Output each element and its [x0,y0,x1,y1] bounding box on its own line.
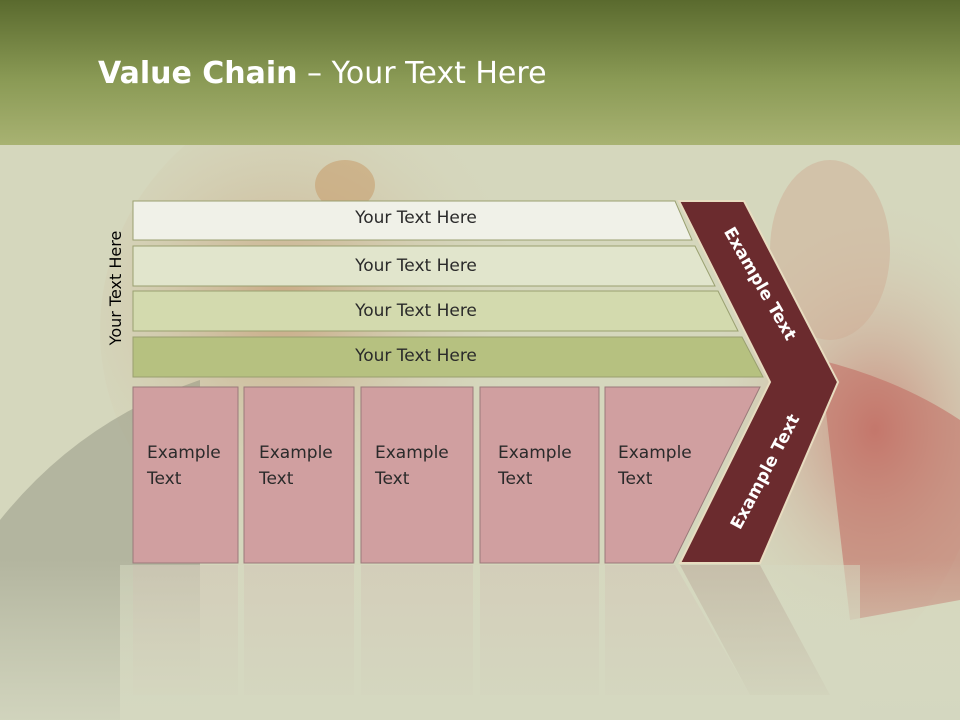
column-shape-4 [479,386,600,564]
row-label-1: Your Text Here [355,208,477,228]
page-title: Value Chain – Your Text Here [98,56,547,91]
title-rest: – Your Text Here [297,56,547,91]
row-shape-3 [132,290,739,332]
row-shape-1 [132,200,693,241]
row-shape-4 [132,336,764,378]
header-bar [0,0,960,145]
chevron-shape [677,200,840,564]
reflection-fade [120,565,860,720]
title-bold: Value Chain [98,56,298,91]
row-label-4: Your Text Here [355,346,477,366]
row-label-3: Your Text Here [355,301,477,321]
column-shape-5 [604,386,761,564]
column-shape-3 [360,386,474,564]
column-shape-2 [243,386,355,564]
row-shape-2 [132,245,716,287]
row-label-2: Your Text Here [355,256,477,276]
column-shape-1 [132,386,239,564]
